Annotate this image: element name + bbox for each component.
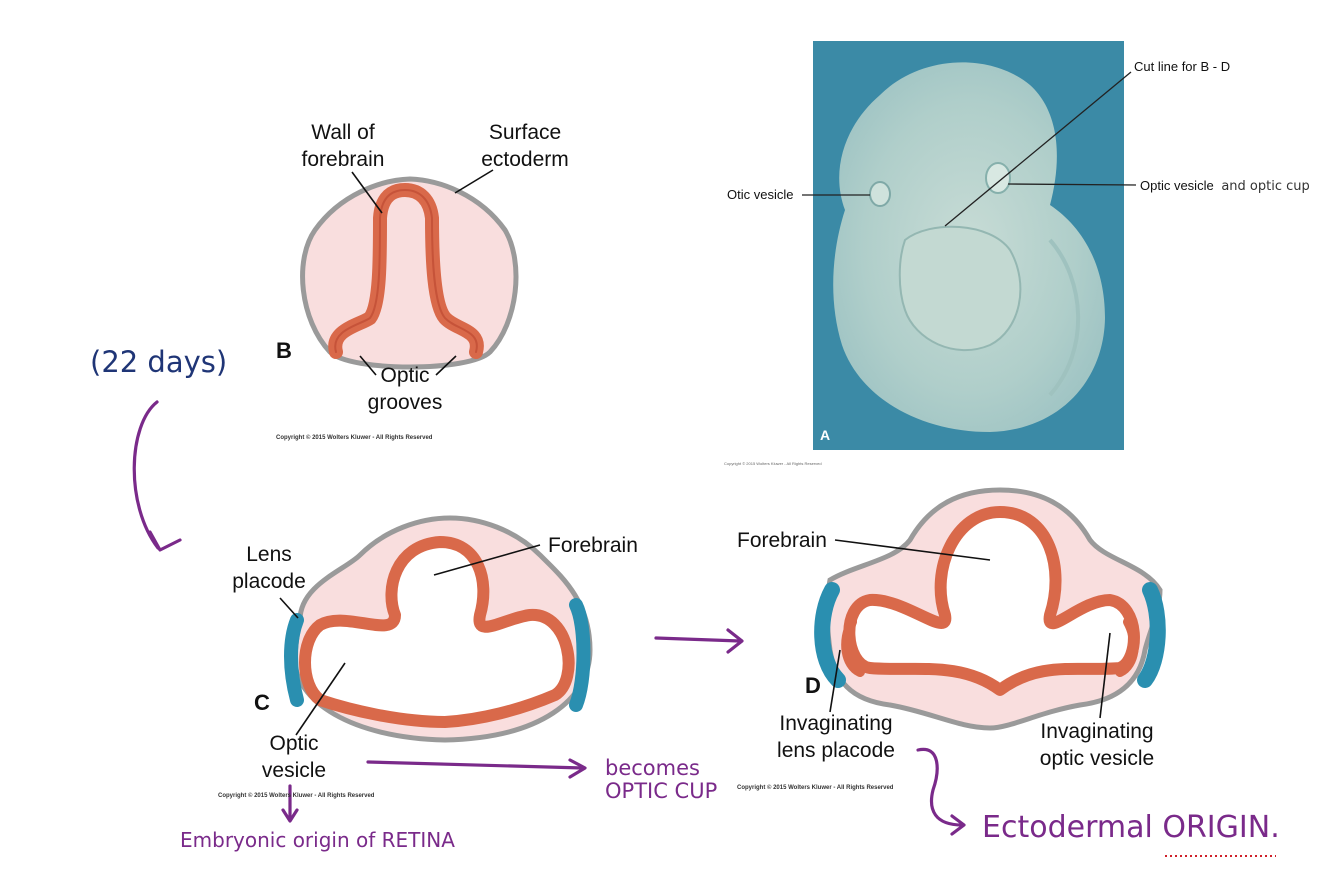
panel-d-drawing bbox=[814, 487, 1166, 731]
panel-b-wall-label: Wall of forebrain bbox=[288, 119, 398, 173]
panel-c-lens-placode-left bbox=[284, 613, 304, 707]
handwritten-arrows bbox=[132, 400, 966, 836]
panel-d-vesicle-label: Invaginating optic vesicle bbox=[1027, 718, 1167, 772]
panel-d-vesicle-label-line1: Invaginating bbox=[1040, 720, 1154, 743]
panel-c-vesicle-label: Optic vesicle bbox=[244, 730, 344, 784]
embryo-otic-vesicle bbox=[869, 181, 891, 207]
cut-line-label: Cut line for B - D bbox=[1134, 59, 1231, 74]
panel-b-drawing bbox=[300, 169, 519, 376]
panel-b-copyright: Copyright © 2015 Wolters Kluwer - All Ri… bbox=[276, 435, 433, 441]
panel-b-surface-label: Surface ectoderm bbox=[462, 119, 588, 173]
panel-b-wall-label-line2: forebrain bbox=[301, 148, 385, 171]
panel-c-vesicle-leader bbox=[295, 662, 346, 736]
panel-b-surface-label-line2: ectoderm bbox=[481, 148, 569, 171]
ectodermal-annotation: Ectodermal ORIGIN. bbox=[982, 810, 1280, 845]
lens-to-ectodermal-arrowhead bbox=[950, 814, 966, 836]
panel-b-surface-leader bbox=[454, 169, 494, 194]
panel-d-lens-leader bbox=[829, 649, 841, 713]
panel-b-wall-leader bbox=[351, 171, 383, 214]
panel-c-forebrain-leader bbox=[433, 544, 541, 576]
panel-b-grooves-label: Optic grooves bbox=[350, 362, 460, 416]
panel-c-lens-placode-right bbox=[569, 598, 591, 712]
panel-b-surface-label-line1: Surface bbox=[488, 121, 562, 144]
retina-down-arrowhead bbox=[281, 808, 299, 823]
panel-c-lens-leader bbox=[279, 597, 299, 619]
panel-d-optic-cup-left bbox=[841, 617, 865, 677]
panel-a-photo bbox=[802, 41, 1137, 450]
panel-c-forebrain-label: Forebrain bbox=[548, 534, 638, 557]
lens-to-ectodermal-arrow bbox=[916, 747, 964, 827]
panel-d-copyright: Copyright © 2015 Wolters Kluwer - All Ri… bbox=[737, 785, 894, 791]
panel-b-letter: B bbox=[276, 338, 292, 363]
panel-c-letter: C bbox=[254, 690, 270, 715]
optic-leader bbox=[1007, 183, 1137, 186]
panel-c-neural-tube bbox=[299, 536, 575, 728]
panel-d-forebrain-leader bbox=[834, 539, 991, 561]
panel-d-vesicle-label-line2: optic vesicle bbox=[1039, 747, 1155, 770]
panel-a-copyright: Copyright © 2015 Wolters Kluwer - All Ri… bbox=[724, 461, 822, 466]
retina-annotation: Embryonic origin of RETINA bbox=[180, 828, 455, 852]
optic-vesicle-label: Optic vesicle and optic cup bbox=[1140, 178, 1310, 194]
panel-c-vesicle-label-line1: Optic bbox=[269, 732, 319, 755]
panel-d-letter: D bbox=[805, 673, 821, 698]
panel-b-wall-label-line1: Wall of bbox=[311, 121, 375, 144]
embryo-optic-vesicle bbox=[985, 162, 1011, 194]
days-curved-arrowhead bbox=[148, 530, 182, 552]
becomes-annotation-line2: OPTIC CUP bbox=[605, 779, 718, 803]
panel-d-lens-label: Invaginating lens placode bbox=[766, 710, 906, 764]
panel-c-vesicle-label-line2: vesicle bbox=[261, 759, 327, 782]
panel-c-copyright: Copyright © 2015 Wolters Kluwer - All Ri… bbox=[218, 793, 375, 799]
panel-d-forebrain-label: Forebrain bbox=[737, 529, 827, 552]
embryo-tail-curve bbox=[1048, 238, 1081, 397]
panel-a-letter: A bbox=[820, 427, 831, 443]
otic-vesicle-label: Otic vesicle bbox=[727, 187, 794, 202]
vesicle-to-becomes-arrowhead bbox=[568, 758, 587, 779]
embryo-heart-bulge bbox=[898, 225, 1022, 351]
cut-line bbox=[944, 71, 1132, 227]
panel-b-groove-leader-left bbox=[359, 355, 377, 376]
optic-vesicle-label-added: and optic cup bbox=[1221, 179, 1310, 194]
panel-d-lens-label-line1: Invaginating bbox=[779, 712, 893, 735]
panel-c-lens-label-line1: Lens bbox=[246, 543, 292, 566]
optic-vesicle-label-printed: Optic vesicle bbox=[1140, 178, 1214, 193]
panel-c-lens-label: Lens placode bbox=[214, 541, 324, 595]
panel-d-optic-cup-right bbox=[1115, 617, 1139, 677]
panel-d-vesicle-leader bbox=[1099, 632, 1111, 719]
panel-b-grooves-label-line1: Optic bbox=[380, 364, 430, 387]
panel-b-groove-leader-right bbox=[435, 355, 457, 376]
days-curved-arrow bbox=[132, 400, 160, 550]
panel-d-lens-placode-right bbox=[1137, 582, 1166, 688]
vesicle-to-becomes-arrow bbox=[366, 760, 585, 770]
panel-c-drawing bbox=[279, 515, 593, 743]
c-to-d-arrow bbox=[654, 636, 742, 643]
becomes-annotation: becomes OPTIC CUP bbox=[605, 757, 717, 803]
panel-b-forebrain-wall-inner bbox=[334, 188, 478, 353]
c-to-d-arrowhead bbox=[726, 628, 744, 654]
panel-d-lens-placode-left bbox=[814, 582, 846, 688]
becomes-annotation-line1: becomes bbox=[605, 756, 700, 780]
panel-b-grooves-label-line2: grooves bbox=[367, 391, 443, 414]
panel-c-lens-label-line2: placode bbox=[232, 570, 306, 593]
days-annotation: (22 days) bbox=[90, 345, 228, 379]
panel-d-lens-label-line2: lens placode bbox=[777, 739, 895, 762]
